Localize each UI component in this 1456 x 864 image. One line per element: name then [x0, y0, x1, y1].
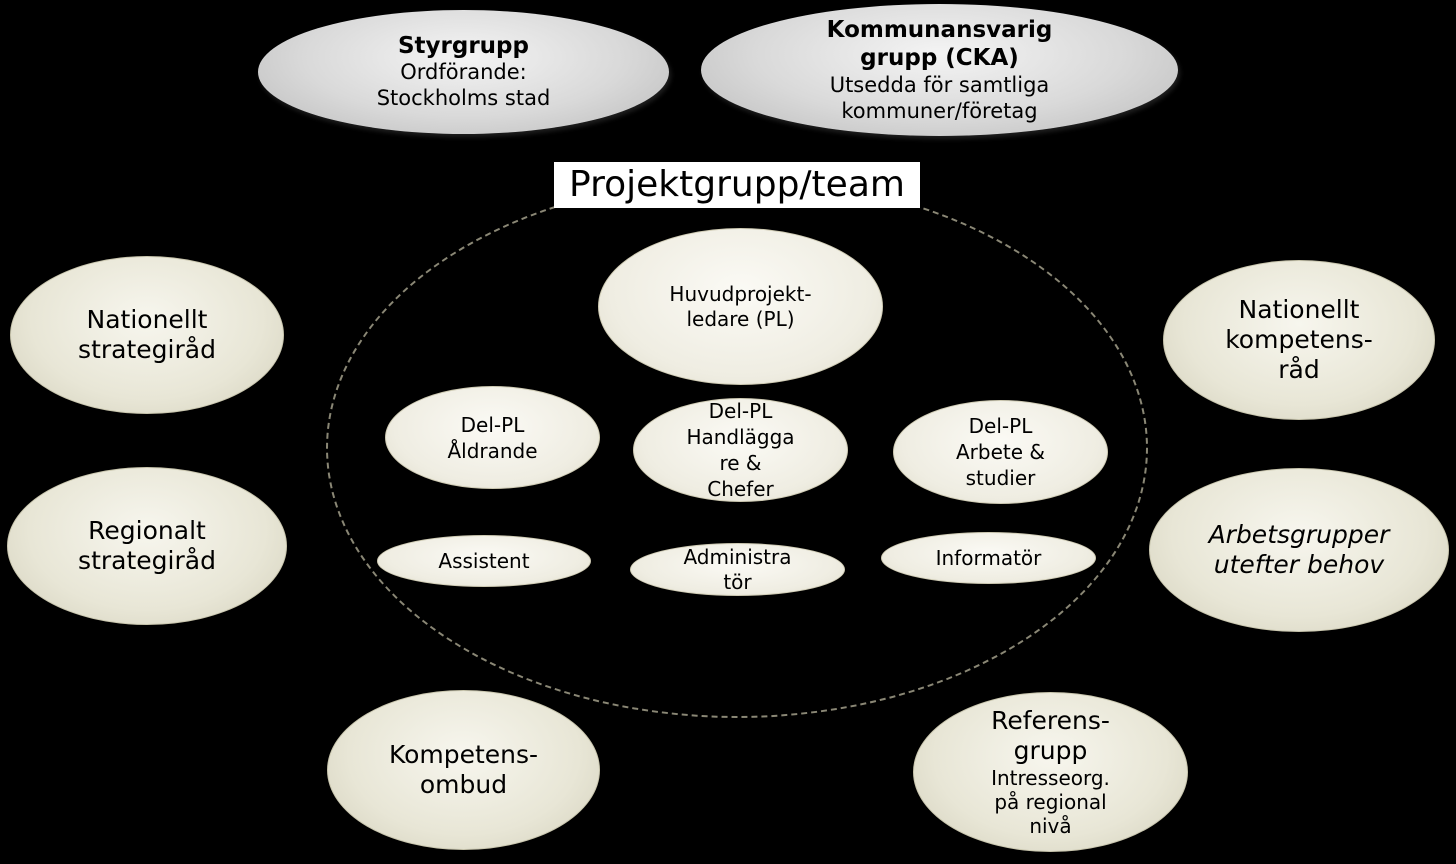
- referens-l1: Referens-: [991, 706, 1110, 735]
- arbetsgrupper-l2: utefter behov: [1213, 550, 1385, 579]
- styrgrupp-line1: Ordförande:: [400, 60, 527, 84]
- arbetsgrupper-node: Arbetsgrupper utefter behov: [1149, 468, 1449, 632]
- arbetsgrupper-l1: Arbetsgrupper: [1208, 520, 1390, 549]
- cka-title1: Kommunansvarig: [826, 17, 1053, 43]
- referens-l4: på regional: [994, 790, 1107, 814]
- cka-node: Kommunansvarig grupp (CKA) Utsedda för s…: [701, 4, 1178, 136]
- aldrande-l1: Del-PL: [460, 412, 525, 437]
- huvudprojektledare-node: Huvudprojekt- ledare (PL): [598, 228, 883, 385]
- handl-l3: re &: [719, 451, 762, 475]
- handl-l2: Handlägga: [686, 425, 795, 449]
- del-pl-handlaggare-node: Del-PL Handlägga re & Chefer: [633, 398, 848, 502]
- handl-l1: Del-PL: [708, 399, 773, 423]
- aldrande-l2: Åldrande: [447, 438, 538, 463]
- referens-l3: Intresseorg.: [991, 766, 1110, 790]
- assistent-node: Assistent: [377, 535, 591, 587]
- styrgrupp-line2: Stockholms stad: [376, 86, 551, 110]
- informator-label: Informatör: [935, 546, 1042, 570]
- referensgrupp-node: Referens- grupp Intresseorg. på regional…: [913, 692, 1188, 852]
- nationellt-strategirad-node: Nationellt strategiråd: [10, 256, 284, 414]
- admin-l1: Administra: [683, 544, 792, 569]
- huvud-l1: Huvudprojekt-: [669, 281, 812, 306]
- styrgrupp-node: Styrgrupp Ordförande: Stockholms stad: [258, 10, 669, 134]
- referens-l2: grupp: [1013, 736, 1088, 765]
- del-pl-arbete-node: Del-PL Arbete & studier: [893, 400, 1108, 504]
- assistent-label: Assistent: [438, 549, 530, 573]
- reg-strat-l2: strategiråd: [78, 546, 216, 575]
- nat-strat-l1: Nationellt: [86, 305, 208, 334]
- huvud-l2: ledare (PL): [686, 306, 795, 331]
- cka-line1: Utsedda för samtliga: [829, 73, 1050, 97]
- arbete-l1: Del-PL: [968, 414, 1033, 438]
- arbete-l3: studier: [965, 466, 1036, 490]
- informator-node: Informatör: [881, 532, 1096, 584]
- cka-title2: grupp (CKA): [860, 45, 1019, 71]
- kompetensombud-l2: ombud: [419, 770, 508, 799]
- kompetensombud-l1: Kompetens-: [388, 740, 539, 769]
- nat-strat-l2: strategiråd: [78, 335, 216, 364]
- del-pl-aldrande-node: Del-PL Åldrande: [385, 386, 600, 489]
- nationellt-kompetensrad-node: Nationellt kompetens- råd: [1163, 260, 1435, 420]
- kompetensombud-node: Kompetens- ombud: [327, 690, 600, 850]
- handl-l4: Chefer: [707, 477, 774, 501]
- styrgrupp-title: Styrgrupp: [397, 33, 529, 59]
- nat-komp-l1: Nationellt: [1238, 295, 1360, 324]
- nat-komp-l3: råd: [1278, 355, 1320, 384]
- administrator-node: Administra tör: [630, 543, 845, 596]
- regionalt-strategirad-node: Regionalt strategiråd: [7, 467, 287, 625]
- arbete-l2: Arbete &: [955, 440, 1045, 464]
- nat-komp-l2: kompetens-: [1225, 325, 1373, 354]
- team-title: Projektgrupp/team: [554, 162, 920, 208]
- reg-strat-l1: Regionalt: [88, 516, 206, 545]
- cka-line2: kommuner/företag: [841, 99, 1038, 123]
- admin-l2: tör: [723, 569, 752, 594]
- referens-l5: nivå: [1029, 814, 1072, 838]
